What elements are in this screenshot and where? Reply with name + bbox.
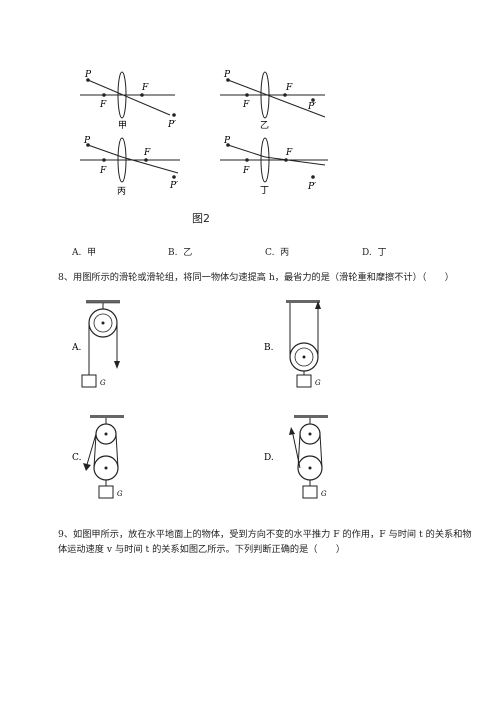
point-p-label: P [84, 70, 92, 80]
lens-panel-jia: P F F P′ 甲 [80, 70, 176, 131]
focus-right-label: F [143, 148, 151, 158]
svg-text:D.: D. [264, 453, 274, 463]
svg-text:C.: C. [72, 453, 82, 463]
svg-text:G: G [100, 379, 106, 387]
pulley-option-b: B. G [264, 300, 321, 388]
q7-option-a: A. 甲 [72, 248, 97, 258]
point-p-label: P [83, 136, 91, 146]
svg-text:G: G [315, 379, 321, 387]
svg-text:G: G [117, 490, 123, 498]
pulley-diagrams-figure: A. G B. G C. G [71, 300, 328, 499]
pulley-option-a: A. G [71, 300, 120, 388]
point-p-label: P [223, 136, 231, 146]
panel-name: 丁 [260, 186, 269, 196]
question-9-line-1: 9、如图甲所示，放在水平地面上的物体，受到方向不变的水平推力 F 的作用，F 与… [58, 529, 472, 540]
lens-panel-bing: P F F P′ 丙 [80, 136, 180, 197]
lens-diagrams-figure: P F F P′ 甲 P F F P′ 乙 P F F P′ 丙 [80, 70, 328, 197]
lens-panel-yi: P F F P′ 乙 [220, 70, 326, 131]
pulley-option-d: D. G [264, 415, 328, 499]
q7-option-d: D. 丁 [362, 248, 387, 258]
focus-left-label: F [242, 100, 250, 110]
focus-right-label: F [285, 83, 293, 93]
image-p-prime-label: P′ [169, 181, 178, 191]
focus-right-label: F [285, 148, 293, 158]
image-p-prime-label: P′ [167, 120, 176, 130]
panel-name: 甲 [118, 120, 127, 131]
svg-text:A.: A. [71, 343, 81, 353]
pulley-option-c: C. G [72, 415, 124, 499]
svg-text:G: G [321, 490, 327, 498]
focus-left-label: F [99, 166, 107, 176]
q7-option-c: C. 丙 [265, 248, 290, 258]
image-p-prime-label: P′ [307, 102, 316, 112]
lens-panel-ding: P F F P′ 丁 [220, 136, 328, 196]
focus-left-label: F [242, 166, 250, 176]
question-9-text: 9、如图甲所示，放在水平地面上的物体，受到方向不变的水平推力 F 的作用，F 与… [58, 527, 478, 557]
panel-name: 乙 [260, 120, 269, 131]
point-p-label: P [223, 70, 231, 80]
image-p-prime-label: P′ [307, 182, 316, 192]
question-9-line-2: 体运动速度 v 与时间 t 的关系如图乙所示。下列判断正确的是（ ） [58, 544, 346, 555]
figure-caption: 图2 [192, 212, 210, 225]
focus-right-label: F [141, 83, 149, 93]
focus-left-label: F [99, 100, 107, 110]
panel-name: 丙 [117, 186, 126, 197]
svg-text:B.: B. [264, 343, 274, 353]
question-8-text: 8、用图所示的滑轮或滑轮组，将同一物体匀速提高 h，最省力的是（滑轮重和摩擦不计… [58, 272, 454, 283]
q7-option-b: B. 乙 [168, 248, 193, 258]
